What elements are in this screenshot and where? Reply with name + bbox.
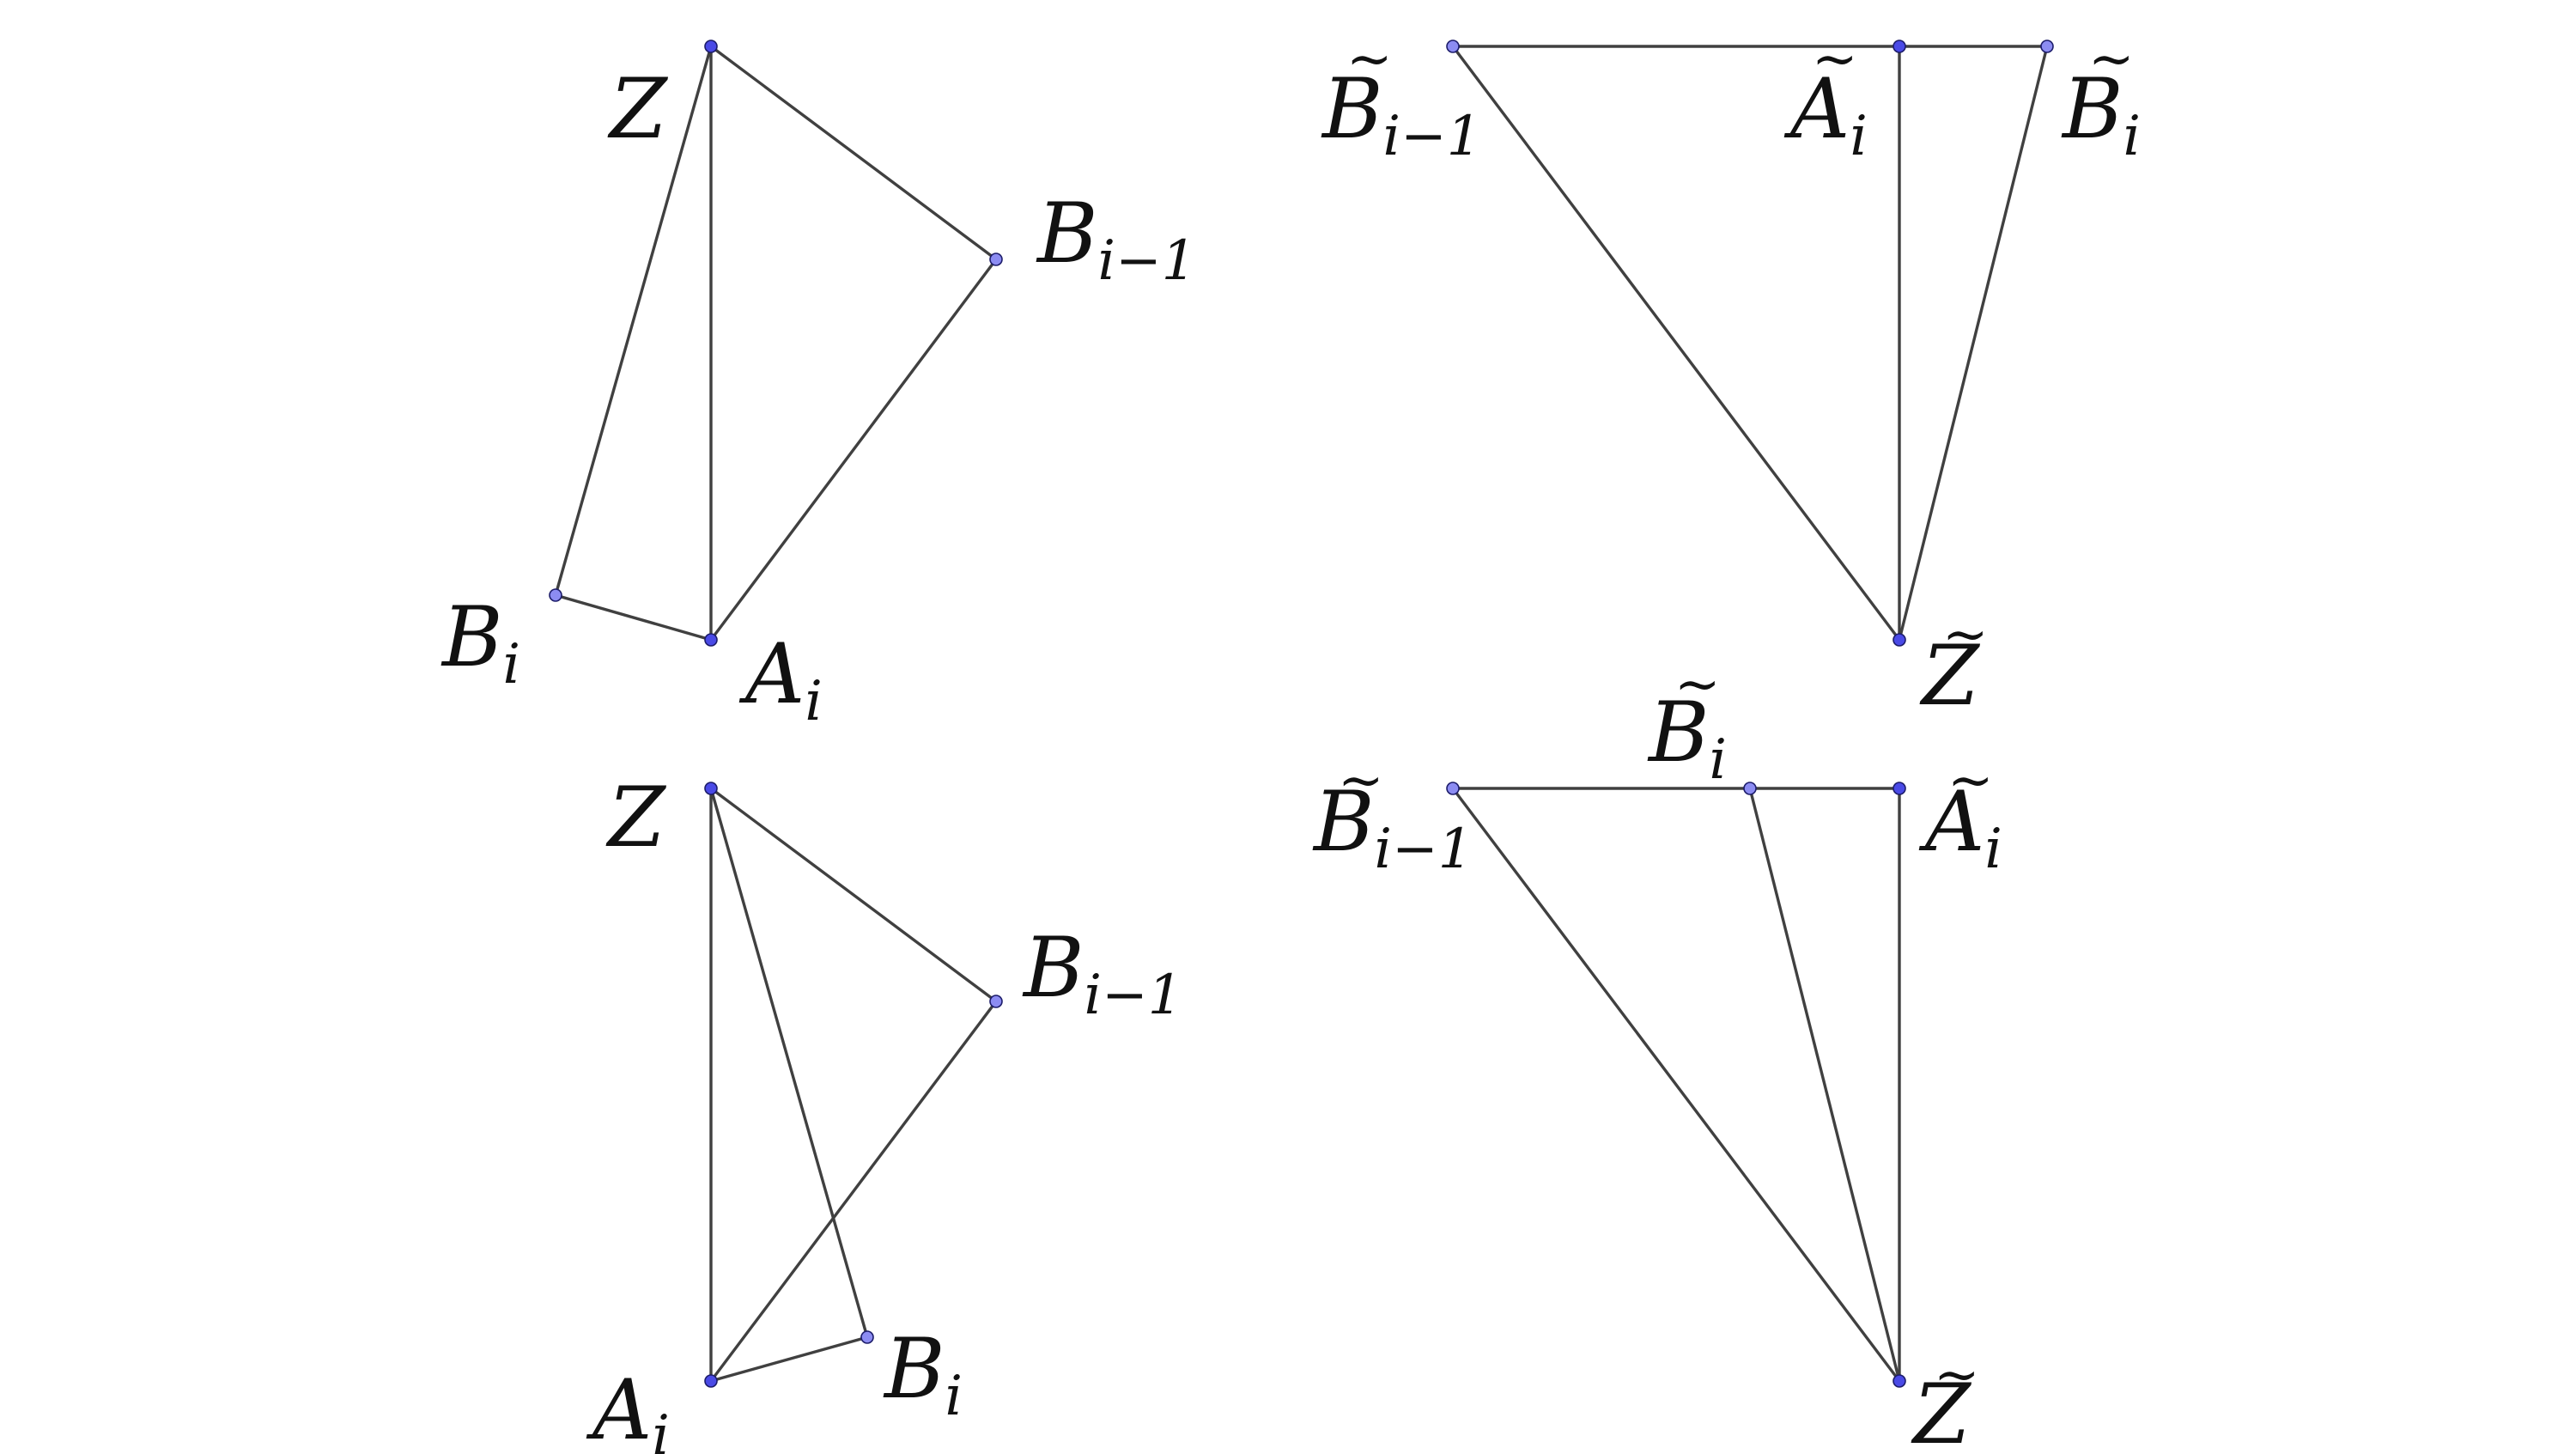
point-tBi-2 — [1743, 782, 1757, 795]
segment-tBi-1-tZ — [1451, 45, 1901, 642]
segment-Z-Bi-1-2 — [709, 787, 998, 1003]
label-Z: Z — [607, 61, 669, 157]
point-tZ-2 — [1893, 1374, 1906, 1388]
point-Ai-2 — [704, 1374, 718, 1388]
tilde-tZ: ~ — [1942, 603, 1989, 666]
segment-Z-Bi-1 — [709, 45, 998, 261]
label-Bi-2: Bi — [883, 1321, 963, 1428]
segment-Z-Bi-2 — [709, 788, 869, 1338]
point-tAi — [1893, 40, 1906, 53]
label-tBi-2: Bi — [1647, 684, 1727, 792]
point-tAi-2 — [1893, 782, 1906, 795]
label-Z-2: Z — [605, 770, 667, 866]
label-tBi-1: Bi−1 — [1321, 61, 1481, 168]
tilde-tBi-1-2: ~ — [1338, 749, 1384, 812]
tilde-tAi: ~ — [1812, 27, 1858, 91]
label-Ai-2: Ai — [586, 1362, 670, 1454]
point-Z-2 — [704, 782, 718, 795]
point-Bi — [549, 588, 562, 602]
panel-bottom-right: ~ Bi ~ Bi−1 ~ Ai ~ Z — [1312, 653, 2002, 1454]
label-Bi-1-2: Bi−1 — [1022, 920, 1182, 1027]
tilde-tAi-2: ~ — [1947, 749, 1994, 812]
tilde-tBi-1: ~ — [1346, 27, 1393, 91]
label-tZ: Z — [1919, 628, 1981, 724]
panel-bottom-left: Z Bi−1 Bi Ai — [586, 770, 1182, 1454]
segment-Z-Bi — [554, 46, 713, 596]
segment-tBi-tZ-2 — [1748, 788, 1901, 1382]
point-Bi-1-2 — [989, 995, 1003, 1008]
point-tBi-1 — [1446, 40, 1460, 53]
label-Bi-1: Bi−1 — [1036, 186, 1196, 293]
label-tBi-1-2: Bi−1 — [1312, 774, 1473, 881]
segment-tBi-1-tZ-2 — [1451, 787, 1901, 1383]
panel-top-right: ~ Bi−1 ~ Ai ~ Bi ~ Z — [1321, 27, 2141, 724]
point-tBi-1-2 — [1446, 782, 1460, 795]
label-tAi: Ai — [1783, 61, 1868, 168]
tilde-tBi: ~ — [2088, 27, 2135, 91]
point-tBi — [2040, 40, 2054, 53]
segment-Ai-Bi-2 — [710, 1335, 868, 1383]
label-tBi: Bi — [2061, 61, 2141, 168]
panel-top-left: Z Bi−1 Bi Ai — [440, 40, 1196, 733]
point-Z — [704, 40, 718, 53]
segment-Bi-1-Ai — [709, 258, 998, 642]
tilde-tZ-2: ~ — [1934, 1343, 1980, 1407]
point-Bi-1 — [989, 252, 1003, 266]
point-Bi-2 — [860, 1330, 874, 1344]
point-tZ — [1893, 633, 1906, 647]
label-tZ-2: Z — [1911, 1366, 1972, 1454]
label-tAi-2: Ai — [1918, 774, 2002, 881]
point-Ai — [704, 633, 718, 647]
tilde-tBi-2: ~ — [1674, 653, 1721, 716]
segment-Bi-1-Ai-2 — [709, 1000, 998, 1383]
label-Bi: Bi — [440, 589, 520, 697]
segment-Bi-Ai — [555, 593, 712, 642]
label-Ai: Ai — [738, 626, 823, 733]
segment-tBi-tZ — [1898, 46, 2049, 641]
